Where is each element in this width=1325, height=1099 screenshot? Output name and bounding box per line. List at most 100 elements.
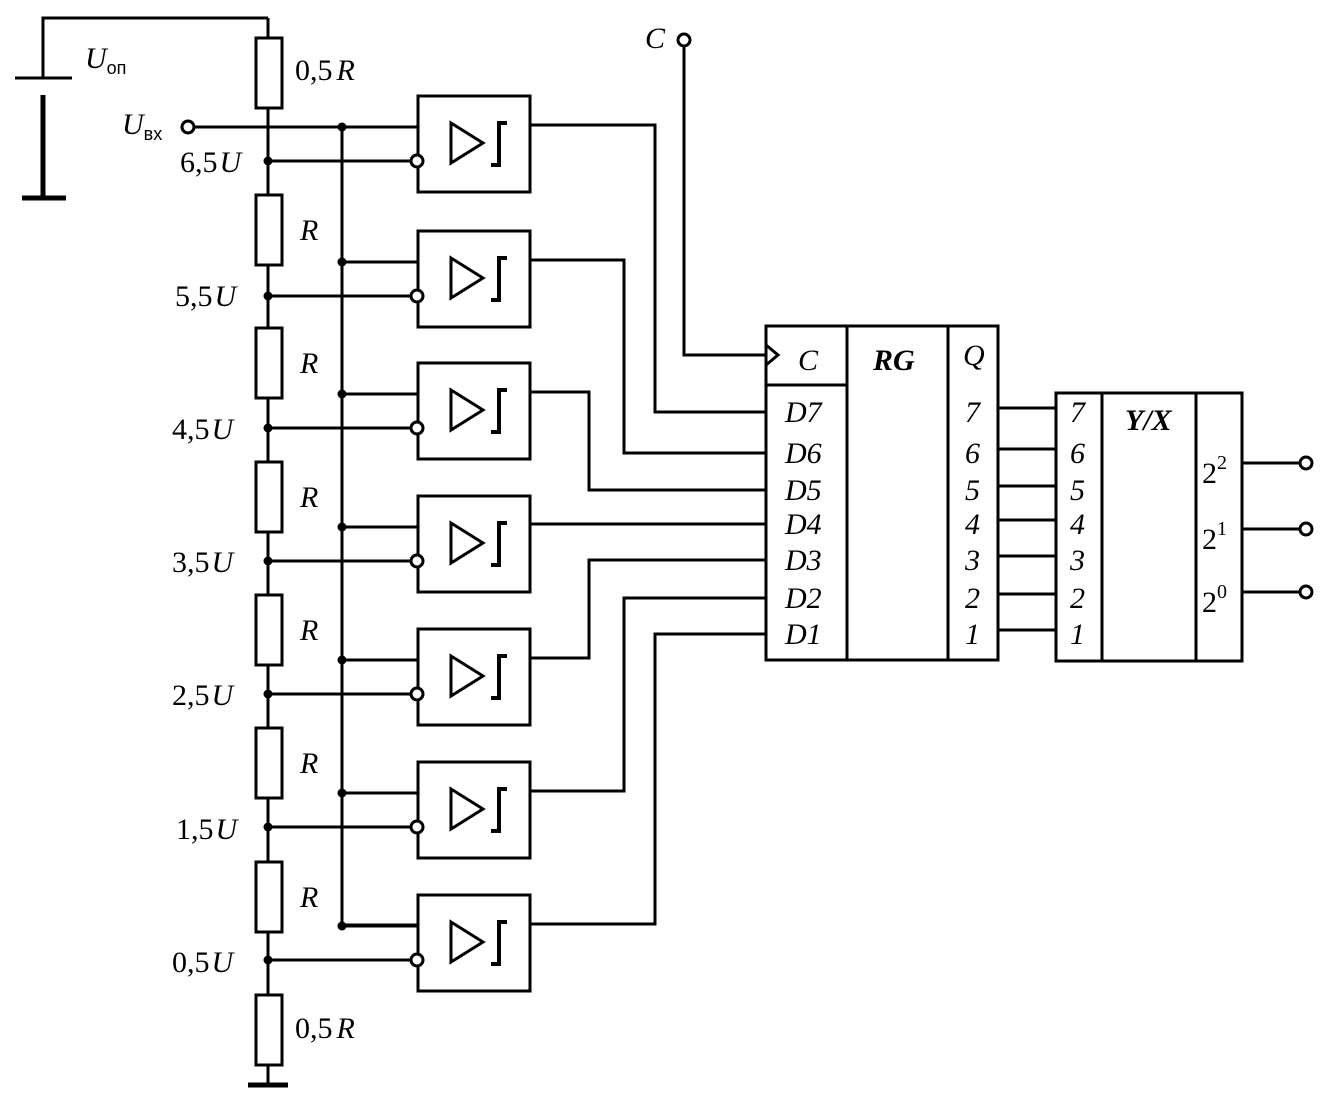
tap-voltage-label: 3,5U bbox=[172, 546, 236, 579]
clock-terminal bbox=[676, 32, 692, 48]
reference-voltage-label: Uоп bbox=[85, 42, 126, 78]
encoder-input-label: 6 bbox=[1070, 437, 1085, 470]
register-output-label: 2 bbox=[965, 582, 980, 615]
input-terminal: Uвх bbox=[122, 108, 196, 144]
comparator-triangle bbox=[449, 520, 486, 566]
junction-dot bbox=[263, 689, 273, 699]
junction-dot bbox=[337, 257, 347, 267]
inverting-input-bubble bbox=[409, 153, 425, 169]
encoder-output-label: 22 bbox=[1202, 452, 1227, 490]
resistor-label: R bbox=[299, 347, 318, 380]
register-input-label: D5 bbox=[784, 474, 822, 507]
encoder-input-label: 1 bbox=[1070, 618, 1085, 651]
register-output-label: 7 bbox=[965, 396, 982, 429]
register-output-label: 5 bbox=[965, 474, 980, 507]
ladder-resistor bbox=[254, 593, 284, 667]
tap-voltage-label: 5,5U bbox=[175, 280, 239, 313]
comparator-body bbox=[416, 94, 532, 194]
register-output-label: 3 bbox=[964, 544, 980, 577]
reference-source: Uоп bbox=[15, 16, 268, 201]
comparator-output-wire bbox=[530, 558, 766, 660]
register-input-label: D7 bbox=[784, 396, 824, 429]
comparator bbox=[409, 229, 532, 329]
junction-dot bbox=[263, 423, 273, 433]
comparator-triangle bbox=[449, 255, 486, 301]
encoder-input-label: 5 bbox=[1070, 474, 1085, 507]
comparator bbox=[409, 94, 532, 194]
comparator bbox=[409, 760, 532, 860]
comparator bbox=[409, 361, 532, 461]
junction-dot bbox=[263, 556, 273, 566]
comparator-output-wire bbox=[530, 123, 766, 414]
ladder-resistor bbox=[254, 326, 284, 400]
resistor-label: R bbox=[299, 481, 318, 514]
tap-voltage-label: 4,5U bbox=[172, 413, 236, 446]
junction-dot bbox=[337, 122, 347, 132]
inverting-input-bubble bbox=[409, 686, 425, 702]
input-terminal-circle bbox=[180, 119, 196, 135]
junction-dot bbox=[263, 291, 273, 301]
junction-dot bbox=[337, 522, 347, 532]
register-output-header: Q bbox=[963, 339, 985, 372]
register-input-label: D6 bbox=[784, 437, 822, 470]
ladder-resistor bbox=[254, 460, 284, 534]
resistor-label: R bbox=[299, 881, 318, 914]
hysteresis-symbol bbox=[491, 388, 507, 434]
comparator-triangle bbox=[449, 387, 486, 433]
tap-voltage-label: 6,5U bbox=[180, 146, 244, 179]
comparator-output-wire bbox=[530, 596, 766, 793]
junction-dot bbox=[337, 655, 347, 665]
register-output-label: 4 bbox=[965, 508, 980, 541]
comparator-body bbox=[416, 361, 532, 461]
comparator-triangle bbox=[449, 786, 486, 832]
comparator-output-wire bbox=[530, 632, 766, 926]
hysteresis-symbol bbox=[491, 787, 507, 833]
junction-dot bbox=[337, 788, 347, 798]
input-voltage-label: Uвх bbox=[122, 108, 162, 144]
inverting-input-bubble bbox=[409, 819, 425, 835]
output-terminal bbox=[1298, 521, 1314, 537]
register-output-label: 6 bbox=[965, 437, 980, 470]
clock-label: C bbox=[645, 22, 666, 55]
register-rg: C RG Q bbox=[764, 324, 1000, 662]
comparator-body bbox=[416, 494, 532, 594]
register-input-label: D2 bbox=[784, 582, 822, 615]
junction-dot bbox=[337, 389, 347, 399]
ladder-resistor bbox=[254, 860, 284, 934]
register-input-label: D1 bbox=[784, 618, 822, 651]
inverting-input-bubble bbox=[409, 288, 425, 304]
hysteresis-symbol bbox=[491, 654, 507, 700]
encoder-input-label: 4 bbox=[1070, 508, 1085, 541]
encoder-input-label: 3 bbox=[1069, 544, 1085, 577]
comparator-output-wire bbox=[530, 390, 766, 492]
encoder-title: Y/X bbox=[1125, 404, 1173, 437]
tap-voltage-label: 2,5U bbox=[172, 679, 236, 712]
tap-voltage-label: 1,5U bbox=[176, 813, 240, 846]
resistor-label: R bbox=[299, 214, 318, 247]
encoder-output-label: 21 bbox=[1202, 518, 1227, 556]
comparator-body bbox=[416, 627, 532, 727]
junction-dot bbox=[263, 156, 273, 166]
register-title: RG bbox=[872, 344, 915, 377]
encoder-yx: Y/X bbox=[1054, 391, 1244, 663]
encoder-output-label: 20 bbox=[1202, 581, 1227, 619]
register-clock-label: C bbox=[798, 344, 819, 377]
register-input-label: D3 bbox=[784, 544, 822, 577]
ladder-resistor bbox=[254, 193, 284, 267]
hysteresis-symbol bbox=[491, 256, 507, 302]
hysteresis-symbol bbox=[491, 121, 507, 167]
comparator bbox=[409, 627, 532, 727]
comparator-array bbox=[409, 94, 532, 993]
clock-input: C bbox=[645, 22, 768, 357]
comparator-triangle bbox=[449, 919, 486, 965]
ladder-resistor bbox=[254, 726, 284, 800]
comparator bbox=[409, 494, 532, 594]
wiring bbox=[194, 122, 1314, 965]
hysteresis-symbol bbox=[491, 920, 507, 966]
inverting-input-bubble bbox=[409, 553, 425, 569]
resistor-label: R bbox=[299, 747, 318, 780]
